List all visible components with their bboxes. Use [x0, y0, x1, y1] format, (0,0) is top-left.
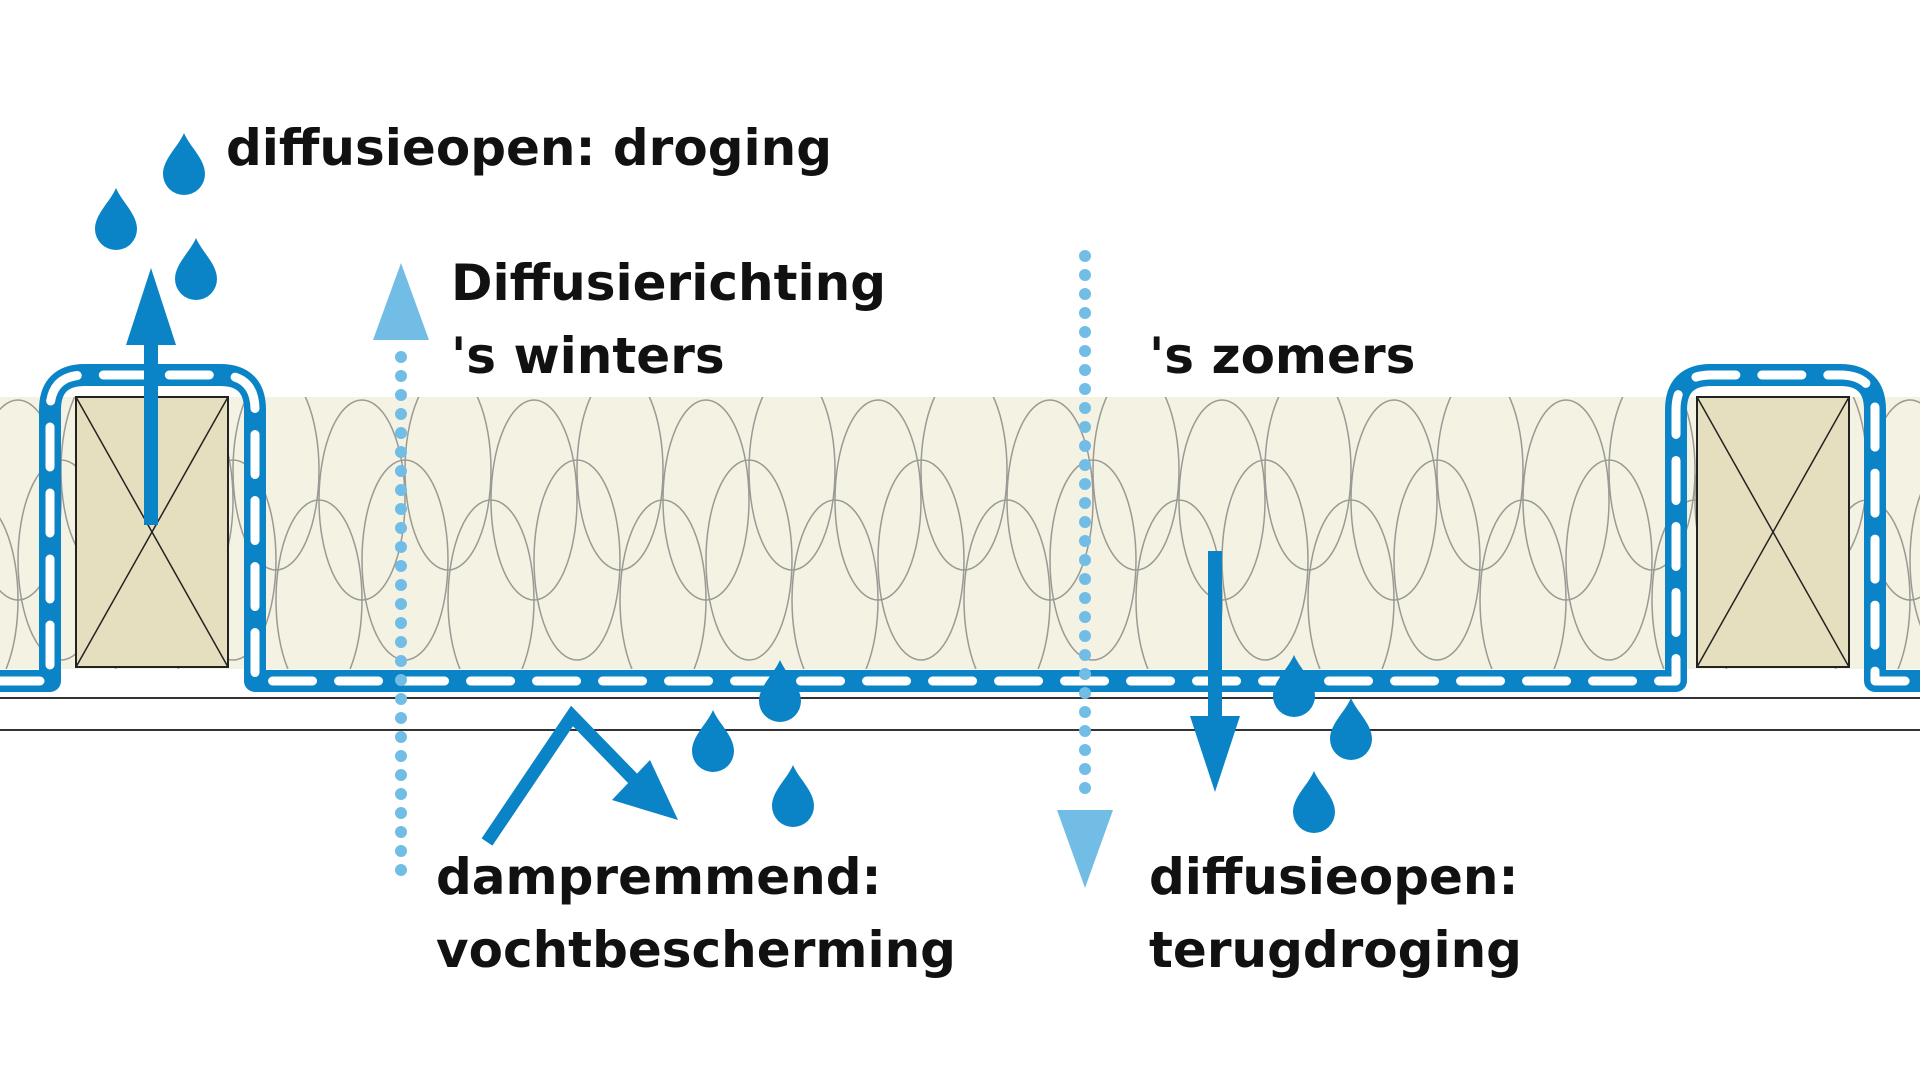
- drying-up-arrow: [126, 268, 176, 525]
- water-drop-icon: [1330, 698, 1372, 760]
- wool-fiber: [1909, 493, 1920, 627]
- water-drop-icon: [772, 765, 814, 827]
- water-drop-icon: [1273, 655, 1315, 717]
- water-drop-icon: [163, 133, 205, 195]
- summer-diffusion-arrow: [1057, 250, 1113, 888]
- wool-fiber: [1522, 399, 1610, 601]
- wool-fiber: [748, 397, 836, 571]
- wool-fiber: [1092, 397, 1180, 571]
- wool-fiber: [576, 397, 664, 571]
- vapor-membrane: [0, 364, 1920, 692]
- label-back-drying: terugdroging: [1149, 921, 1522, 979]
- label-winter: 's winters: [451, 327, 725, 385]
- label-diffusion-open: diffusieopen:: [1149, 848, 1518, 906]
- label-top-drying: diffusieopen: droging: [226, 119, 832, 177]
- back-drying-down-arrow: [1190, 551, 1240, 792]
- label-summer: 's zomers: [1149, 327, 1415, 385]
- water-drop-icon: [1293, 771, 1335, 833]
- label-vapor-retarding: dampremmend:: [436, 848, 881, 906]
- water-drop-icon: [95, 188, 137, 250]
- wool-fiber: [834, 399, 922, 601]
- wool-fiber: [920, 397, 1008, 571]
- water-drops: [95, 133, 1372, 833]
- label-diffusion-direction: Diffusierichting: [451, 254, 886, 312]
- wool-fiber: [1350, 399, 1438, 601]
- wool-fiber: [1436, 397, 1524, 571]
- wool-fiber: [1264, 397, 1352, 571]
- wool-fiber: [232, 397, 320, 571]
- label-moisture-protection: vochtbescherming: [436, 921, 956, 979]
- water-drop-icon: [759, 660, 801, 722]
- wool-fiber: [318, 399, 406, 601]
- wool-fiber: [1006, 399, 1094, 601]
- wool-fiber: [1608, 397, 1696, 571]
- beam-right: [1696, 396, 1850, 668]
- wool-fiber: [490, 399, 578, 601]
- winter-diffusion-arrow: [373, 263, 429, 876]
- water-drop-icon: [175, 238, 217, 300]
- water-drop-icon: [692, 710, 734, 772]
- vapor-retarding-arrow: [481, 705, 678, 846]
- insulation-layer: [0, 397, 1920, 669]
- wool-fiber: [662, 399, 750, 601]
